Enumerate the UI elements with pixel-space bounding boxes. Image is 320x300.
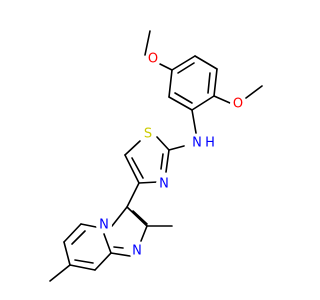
bond bbox=[177, 62, 195, 74]
bond bbox=[103, 233, 112, 254]
atom-n-bridge: N bbox=[96, 217, 112, 233]
bond bbox=[124, 154, 140, 184]
imidazole-ring bbox=[103, 206, 148, 257]
bond bbox=[207, 72, 211, 94]
bond bbox=[144, 30, 151, 56]
methoxy-top bbox=[144, 30, 173, 71]
atom-h-amine: H bbox=[204, 136, 216, 151]
oxygen-label: O bbox=[148, 52, 158, 67]
bond bbox=[194, 55, 218, 70]
bond bbox=[168, 96, 193, 111]
structure-canvas: O O N H S N N N bbox=[49, 30, 263, 282]
bond bbox=[132, 210, 148, 225]
amine-linker bbox=[168, 109, 197, 151]
bond bbox=[74, 259, 94, 264]
bond bbox=[113, 246, 124, 249]
nitrogen-label: N bbox=[132, 244, 142, 259]
bond bbox=[94, 252, 112, 271]
bond bbox=[49, 264, 71, 282]
atom-o-right: O bbox=[230, 96, 246, 112]
hydrogen-label: H bbox=[205, 136, 215, 151]
bond bbox=[124, 140, 141, 156]
nitrogen-label: N bbox=[159, 177, 169, 192]
bond bbox=[69, 264, 96, 271]
oxygen-label: O bbox=[233, 97, 243, 112]
bond bbox=[191, 109, 197, 134]
methoxy-right bbox=[213, 85, 263, 104]
bond bbox=[171, 55, 196, 71]
bond bbox=[213, 68, 218, 97]
bond bbox=[213, 95, 231, 104]
bond bbox=[126, 206, 148, 227]
nitrogen-label: N bbox=[192, 136, 202, 151]
nitrogen-label: N bbox=[99, 218, 109, 233]
bond bbox=[63, 241, 71, 266]
bond bbox=[111, 206, 128, 227]
bond bbox=[156, 136, 170, 151]
molecule-structure: O O N H S N N N bbox=[49, 30, 263, 282]
atom-o-top: O bbox=[145, 51, 161, 67]
bond bbox=[63, 223, 82, 243]
atom-n-imidazole: N bbox=[129, 243, 145, 259]
bond bbox=[168, 69, 173, 98]
sulfur-label: S bbox=[144, 127, 152, 142]
bond bbox=[138, 181, 159, 184]
bond bbox=[168, 145, 185, 151]
bond bbox=[80, 223, 97, 228]
bond bbox=[126, 182, 140, 208]
atom-s-thiazole: S bbox=[140, 126, 156, 142]
bond bbox=[71, 230, 86, 245]
atom-n-amine: N bbox=[189, 135, 205, 151]
thiazole-ring bbox=[124, 136, 170, 184]
bond bbox=[140, 225, 148, 242]
bond bbox=[245, 85, 263, 99]
atom-n-thiazole: N bbox=[156, 176, 172, 192]
dimethoxyphenyl-ring bbox=[168, 55, 218, 111]
bond bbox=[110, 252, 131, 257]
bond bbox=[131, 157, 144, 179]
bond bbox=[191, 95, 215, 111]
bond bbox=[159, 63, 173, 71]
pyridine-ring bbox=[63, 223, 112, 271]
bond bbox=[174, 92, 193, 104]
bond bbox=[165, 149, 170, 173]
bond bbox=[160, 153, 164, 170]
